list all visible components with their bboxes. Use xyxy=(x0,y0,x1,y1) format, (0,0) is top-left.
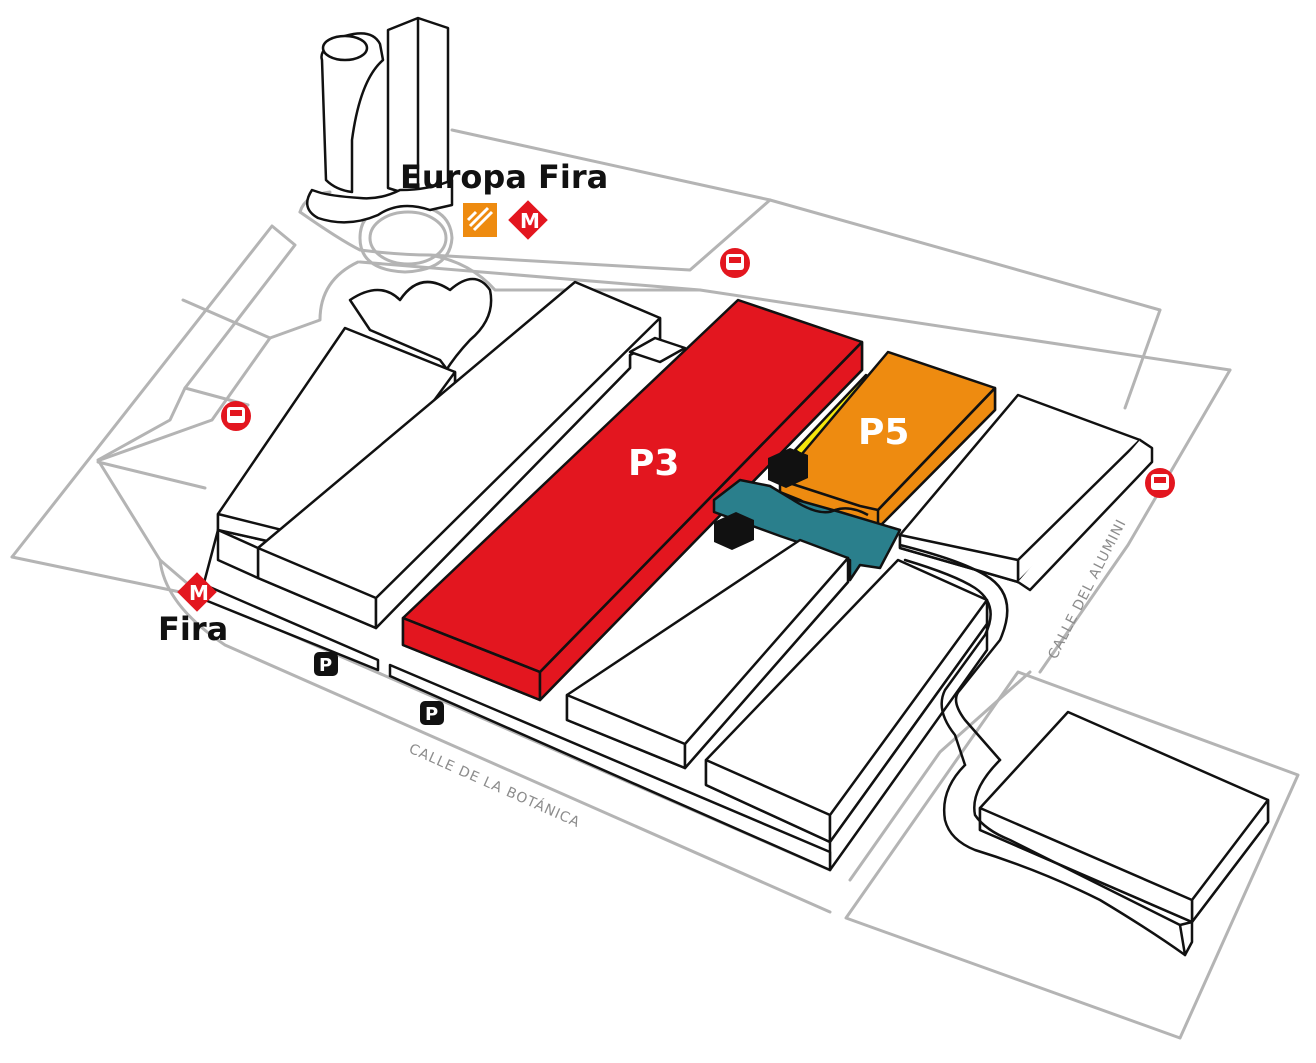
metro-letter: M xyxy=(520,209,540,233)
bus-icon xyxy=(221,401,251,431)
street-botanica-label: CALLE DE LA BOTÁNICA xyxy=(406,740,583,831)
station-fira-label: Fira xyxy=(158,610,228,648)
parking-letter: P xyxy=(425,704,438,725)
building-c xyxy=(565,538,850,770)
hall-p3: P3 xyxy=(401,298,864,702)
entrance-blocks xyxy=(714,448,808,550)
towers xyxy=(305,16,454,224)
park xyxy=(348,277,493,382)
hall-p3-label: P3 xyxy=(628,443,679,484)
building-f xyxy=(978,710,1270,924)
parking-letter: P xyxy=(319,655,332,676)
connector-walkway xyxy=(712,478,902,582)
hall-p5: P5 xyxy=(778,350,997,530)
bus-icon xyxy=(1145,468,1175,498)
station-europa-fira-label: Europa Fira xyxy=(400,158,608,196)
hall-p5-label: P5 xyxy=(858,412,909,453)
parking-icon: P xyxy=(420,701,444,725)
building-b xyxy=(256,280,687,630)
building-a-base xyxy=(216,528,260,580)
base-strip-right xyxy=(388,663,832,872)
metro-icon-fira: M xyxy=(177,572,217,612)
rail-icon xyxy=(463,203,497,237)
building-e xyxy=(898,393,1154,592)
metro-icon-europa-fira: M xyxy=(508,200,548,240)
bus-icon xyxy=(720,248,750,278)
parking-icon: P xyxy=(314,652,338,676)
walkway xyxy=(898,543,1194,957)
metro-letter: M xyxy=(189,581,209,605)
buildings: P3 P5 xyxy=(198,280,1270,924)
